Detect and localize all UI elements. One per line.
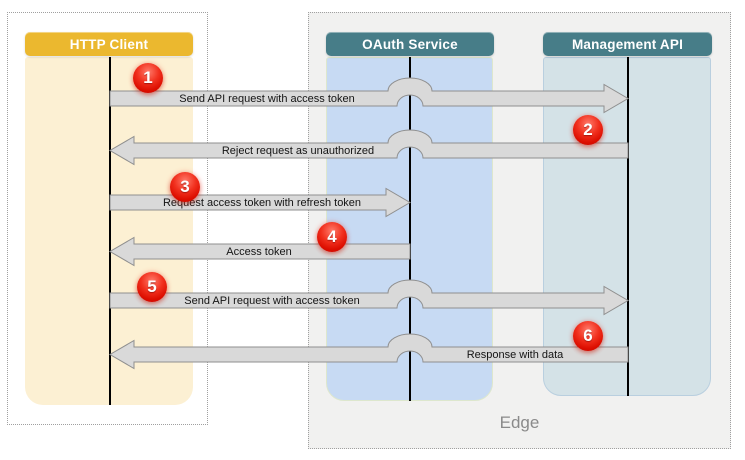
actor-label-oauth-service: OAuth Service <box>362 36 458 52</box>
message-arrow-2 <box>109 129 629 166</box>
actor-header-management-api: Management API <box>543 32 712 56</box>
message-label-4: Access token <box>226 246 292 258</box>
actor-header-http-client: HTTP Client <box>25 32 193 56</box>
oauth-service-lifeline <box>409 57 411 401</box>
actor-label-http-client: HTTP Client <box>69 36 149 52</box>
management-api-lifeline <box>627 57 629 396</box>
step-badge-1: 1 <box>133 63 163 93</box>
message-arrow-5 <box>109 279 629 316</box>
message-label-6: Response with data <box>466 349 564 361</box>
message-label-5: Send API request with access token <box>184 295 360 307</box>
message-arrow-1 <box>109 77 629 114</box>
http-client-lifeline <box>109 57 111 405</box>
message-label-3: Request access token with refresh token <box>162 197 362 209</box>
step-badge-2: 2 <box>573 115 603 145</box>
edge-region-label: Edge <box>499 413 540 432</box>
step-badge-4: 4 <box>317 222 347 252</box>
actor-header-oauth-service: OAuth Service <box>326 32 494 56</box>
message-arrow-6 <box>109 333 629 370</box>
step-badge-3: 3 <box>170 172 200 202</box>
step-badge-5: 5 <box>137 272 167 302</box>
step-badge-6: 6 <box>573 321 603 351</box>
actor-label-management-api: Management API <box>571 36 684 52</box>
message-label-2: Reject request as unauthorized <box>221 145 375 157</box>
message-label-1: Send API request with access token <box>179 93 355 105</box>
